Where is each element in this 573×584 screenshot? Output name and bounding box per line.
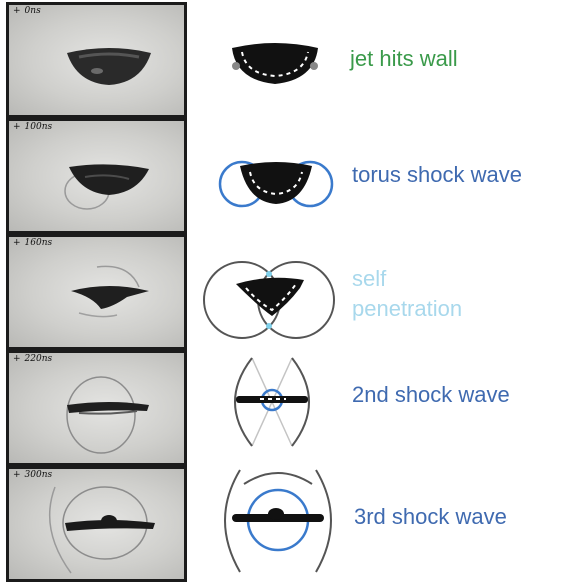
frame-220ns-image xyxy=(9,353,184,463)
caption-2nd-shock-wave: 2nd shock wave xyxy=(352,380,510,410)
frame-100ns-image xyxy=(9,121,184,231)
frame-100ns-label: +100ns xyxy=(13,122,52,132)
wall-contact-mark xyxy=(310,62,318,70)
frame-160ns-image xyxy=(9,237,184,347)
photo-strip: +0ns +100ns +160ns +220ns xyxy=(6,2,187,582)
frame-0ns-image xyxy=(9,5,184,115)
wall-contact-mark xyxy=(232,62,240,70)
caption-text: torus shock wave xyxy=(352,162,522,187)
frame-300ns-label: +300ns xyxy=(13,470,52,480)
jet-hits-wall-diagram xyxy=(220,30,330,100)
caption-text: jet hits wall xyxy=(350,46,458,71)
penetration-point-bottom xyxy=(266,323,272,329)
caption-jet-hits-wall: jet hits wall xyxy=(350,44,458,74)
jet-shape xyxy=(232,43,318,84)
frame-300ns: +300ns xyxy=(9,469,184,579)
caption-text-line2: penetration xyxy=(352,294,462,324)
frame-0ns: +0ns xyxy=(9,5,184,115)
frame-160ns: +160ns xyxy=(9,237,184,347)
jet-shape xyxy=(236,278,304,316)
caption-text-line1: self xyxy=(352,264,462,294)
caption-self-penetration: self penetration xyxy=(352,264,462,324)
caption-text: 3rd shock wave xyxy=(354,504,507,529)
3rd-shock-wave-diagram xyxy=(218,464,338,576)
penetration-point-top xyxy=(266,271,272,277)
caption-torus-shock-wave: torus shock wave xyxy=(352,160,522,190)
jet-center xyxy=(268,508,284,520)
frame-300ns-image xyxy=(9,469,184,579)
frame-220ns-label: +220ns xyxy=(13,354,52,364)
self-penetration-diagram xyxy=(200,254,340,344)
outer-top-arc xyxy=(244,473,312,484)
torus-shock-wave-diagram xyxy=(214,148,338,220)
frame-0ns-label: +0ns xyxy=(13,6,41,16)
2nd-shock-wave-diagram xyxy=(222,354,322,450)
frame-160ns-label: +160ns xyxy=(13,238,52,248)
frame-220ns: +220ns xyxy=(9,353,184,463)
jet-shape xyxy=(240,162,312,204)
caption-3rd-shock-wave: 3rd shock wave xyxy=(354,502,507,532)
caption-text: 2nd shock wave xyxy=(352,382,510,407)
frame-100ns: +100ns xyxy=(9,121,184,231)
